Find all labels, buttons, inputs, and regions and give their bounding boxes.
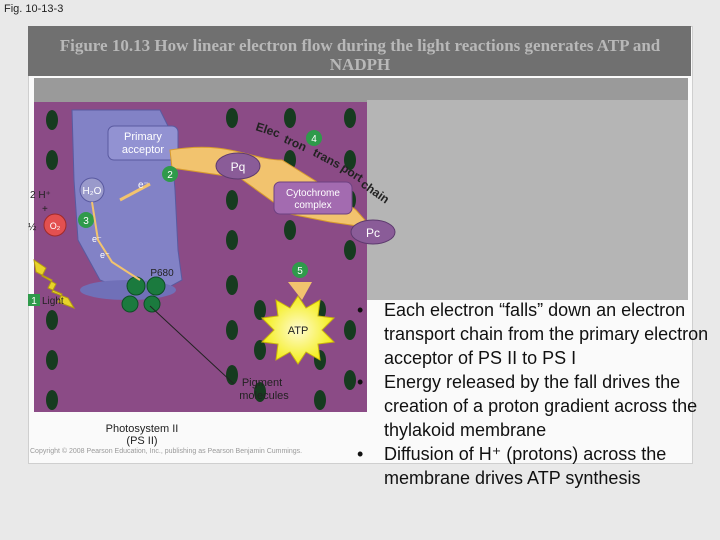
p680-chlorophyll-right (146, 276, 166, 296)
pigment-label: molecules (239, 390, 289, 402)
bullet-item: Energy released by the fall drives the c… (352, 370, 714, 442)
ps2-label: (PS II) (126, 435, 157, 447)
title-bar (28, 26, 691, 76)
electron-arrow (119, 182, 151, 202)
copyright-notice: Copyright © 2008 Pearson Education, Inc.… (30, 448, 303, 455)
oxygen-molecule (43, 213, 67, 237)
step-badge-4 (306, 130, 322, 146)
electron-label: e⁻ (100, 250, 110, 260)
cytochrome-complex (273, 181, 353, 215)
step-1-label: 1 (31, 296, 37, 307)
p680-chlorophyll-left (126, 276, 146, 296)
bullet-item: Each electron “falls” down an electron t… (352, 298, 714, 370)
electron-label: e⁻ (92, 234, 102, 244)
step-4-label: 4 (311, 134, 317, 145)
light-label: Light (42, 296, 64, 307)
membrane-gray-right (367, 100, 688, 300)
slide-title: Figure 10.13 How linear electron flow du… (59, 36, 661, 74)
pq-carrier (215, 152, 261, 180)
atp-label: ATP (288, 325, 309, 337)
bullet-list: Each electron “falls” down an electron t… (352, 298, 714, 490)
atp-downward-arrow (288, 282, 312, 300)
half-label: ½ (28, 222, 37, 233)
step-badge-5 (292, 262, 308, 278)
bullet-item: Diffusion of H⁺ (protons) across the mem… (352, 442, 714, 490)
electron-label: e⁻ (138, 180, 149, 191)
pigment-callout-line (149, 305, 235, 385)
cytochrome-label: Cytochrome (286, 188, 340, 199)
step-2-label: 2 (167, 170, 173, 181)
pigment-sphere (143, 295, 161, 313)
pq-label: Pq (231, 160, 246, 174)
membrane-gray-area (34, 78, 688, 102)
plus-label: + (42, 204, 48, 215)
step-badge-2 (162, 166, 178, 182)
primary-acceptor-label: acceptor (122, 144, 165, 156)
oxygen-label: O₂ (50, 221, 61, 231)
proton-label: 2 H⁺ (30, 190, 51, 201)
step-badge-1 (28, 294, 40, 306)
cytochrome-label: complex (294, 200, 331, 211)
primary-acceptor-box (107, 125, 179, 161)
pc-carrier (350, 219, 396, 245)
pigment-sphere (121, 295, 139, 313)
p680-label: P680 (150, 268, 174, 279)
atp-burst (260, 295, 336, 365)
pigment-label: Pigment (242, 377, 282, 389)
pc-label: Pc (366, 226, 380, 240)
step-badge-3 (78, 212, 94, 228)
light-bolt-icon (33, 258, 76, 309)
step-3-label: 3 (83, 216, 89, 227)
primary-acceptor-label: Primary (124, 131, 162, 143)
step-5-label: 5 (297, 266, 303, 277)
water-label: H₂O (83, 186, 102, 197)
ps2-label: Photosystem II (106, 423, 179, 435)
figure-label: Fig. 10-13-3 (4, 3, 64, 15)
electron-path (91, 201, 141, 281)
